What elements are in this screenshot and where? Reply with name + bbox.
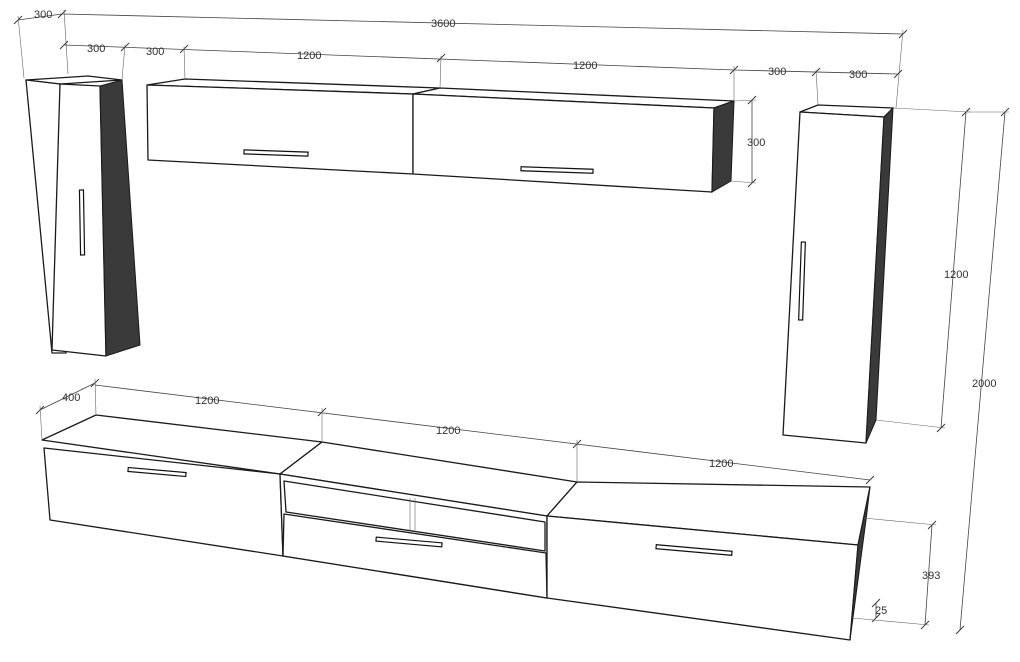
base-right-handle [655, 544, 733, 556]
base-units [41, 414, 871, 641]
label-base-depth: 400 [62, 392, 80, 404]
label-base-3: 1200 [709, 458, 733, 470]
label-wall-cabinet-1: 1200 [297, 50, 321, 62]
label-wall-cabinet-height: 300 [747, 137, 765, 149]
label-wall-cabinet-2: 1200 [573, 60, 597, 72]
left-column-handle [78, 189, 86, 256]
label-left-depth: 300 [34, 9, 52, 21]
left-tall-column [25, 75, 141, 357]
wall-cabinet-right-handle [520, 166, 594, 174]
label-total-height: 2000 [972, 378, 996, 390]
label-base-feet: 25 [875, 605, 887, 617]
dimension-lines [13, 9, 1010, 635]
base-middle-handle [375, 536, 443, 548]
wall-cabinet-right [412, 87, 735, 193]
label-right-column-height: 1200 [944, 269, 968, 281]
dimension-labels: 300 3600 300 300 1200 1200 300 300 300 1… [34, 9, 996, 617]
label-base-1: 1200 [195, 395, 219, 407]
label-right-column-width: 300 [849, 69, 867, 81]
label-base-2: 1200 [436, 425, 460, 437]
right-column-handle [798, 241, 806, 321]
label-left-gap: 300 [146, 46, 164, 58]
base-left-handle [127, 466, 187, 478]
right-tall-column [782, 104, 894, 444]
wall-cabinet-left [146, 78, 441, 175]
wall-cabinet-left-handle [243, 149, 309, 157]
label-right-gap: 300 [768, 66, 786, 78]
label-left-column-width: 300 [87, 43, 105, 55]
label-base-height: 393 [922, 570, 940, 582]
label-total-width: 3600 [431, 18, 455, 30]
